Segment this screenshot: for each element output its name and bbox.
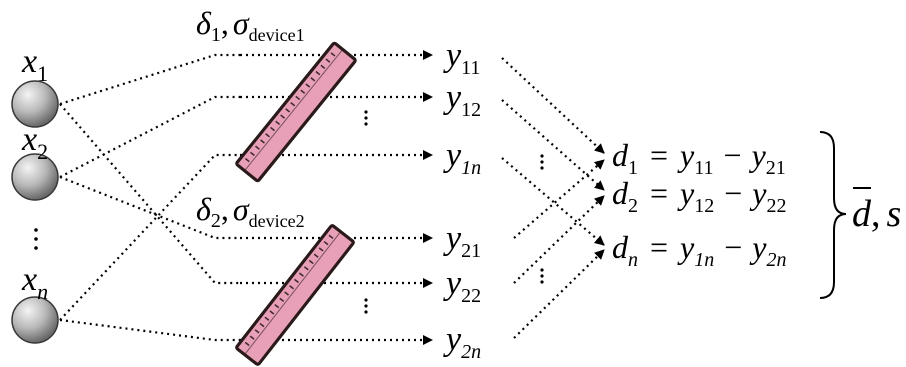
- connector-line: [59, 175, 240, 240]
- difference-eq-1: d1=y11−y21: [612, 137, 786, 179]
- ruler-icon-device1: [235, 41, 357, 183]
- output-label-y1n: y1n: [443, 137, 481, 179]
- connector-line: [59, 153, 240, 321]
- arrow-line: [501, 157, 605, 246]
- ellipsis-arrows-2: [540, 268, 544, 284]
- sphere-icon-x1: [11, 80, 59, 128]
- sphere-icon-xn: [11, 296, 59, 344]
- connector-line: [59, 103, 240, 285]
- arrow-line: [513, 195, 605, 284]
- ruler-icon-device2: [235, 224, 355, 366]
- output-label-y11: y11: [443, 37, 480, 79]
- input-to-device1-lines: [59, 53, 240, 321]
- arrow-line: [501, 57, 605, 154]
- difference-eq-2: d2=y12−y22: [612, 175, 787, 217]
- device1-label: δ1,σdevice1: [196, 5, 305, 46]
- ellipsis-outputs-2: [364, 298, 368, 314]
- arrow-line: [513, 249, 605, 339]
- input-to-device2-lines: [59, 103, 240, 342]
- device2-label: δ2,σdevice2: [196, 191, 305, 232]
- connector-line: [59, 318, 240, 342]
- ellipsis-arrows-1: [540, 154, 544, 170]
- brace-icon: [819, 131, 847, 299]
- input-label-xn: xn: [21, 261, 48, 304]
- connector-line: [59, 95, 240, 178]
- difference-eq-n: dn=y1n−y2n: [612, 229, 787, 271]
- arrow-line: [501, 99, 605, 191]
- output-to-difference-arrows: [501, 57, 605, 339]
- sphere-icon: [11, 80, 59, 128]
- sphere-icon-x2: [11, 153, 59, 201]
- output-label-y2n: y2n: [443, 321, 481, 363]
- device-to-output-arrows: [240, 50, 433, 345]
- ellipsis-outputs-1: [364, 110, 368, 126]
- sphere-icon: [11, 153, 59, 201]
- input-label-x2: x2: [21, 121, 48, 164]
- ellipsis-inputs: [34, 228, 38, 250]
- output-label-y12: y12: [443, 79, 481, 121]
- output-label-y21: y21: [443, 220, 481, 262]
- input-label-x1: x1: [21, 43, 48, 86]
- output-label-y22: y22: [443, 265, 481, 307]
- arrow-line: [513, 159, 605, 239]
- result-label: d,s: [852, 193, 901, 235]
- connector-line: [59, 53, 240, 106]
- sphere-icon: [11, 296, 59, 344]
